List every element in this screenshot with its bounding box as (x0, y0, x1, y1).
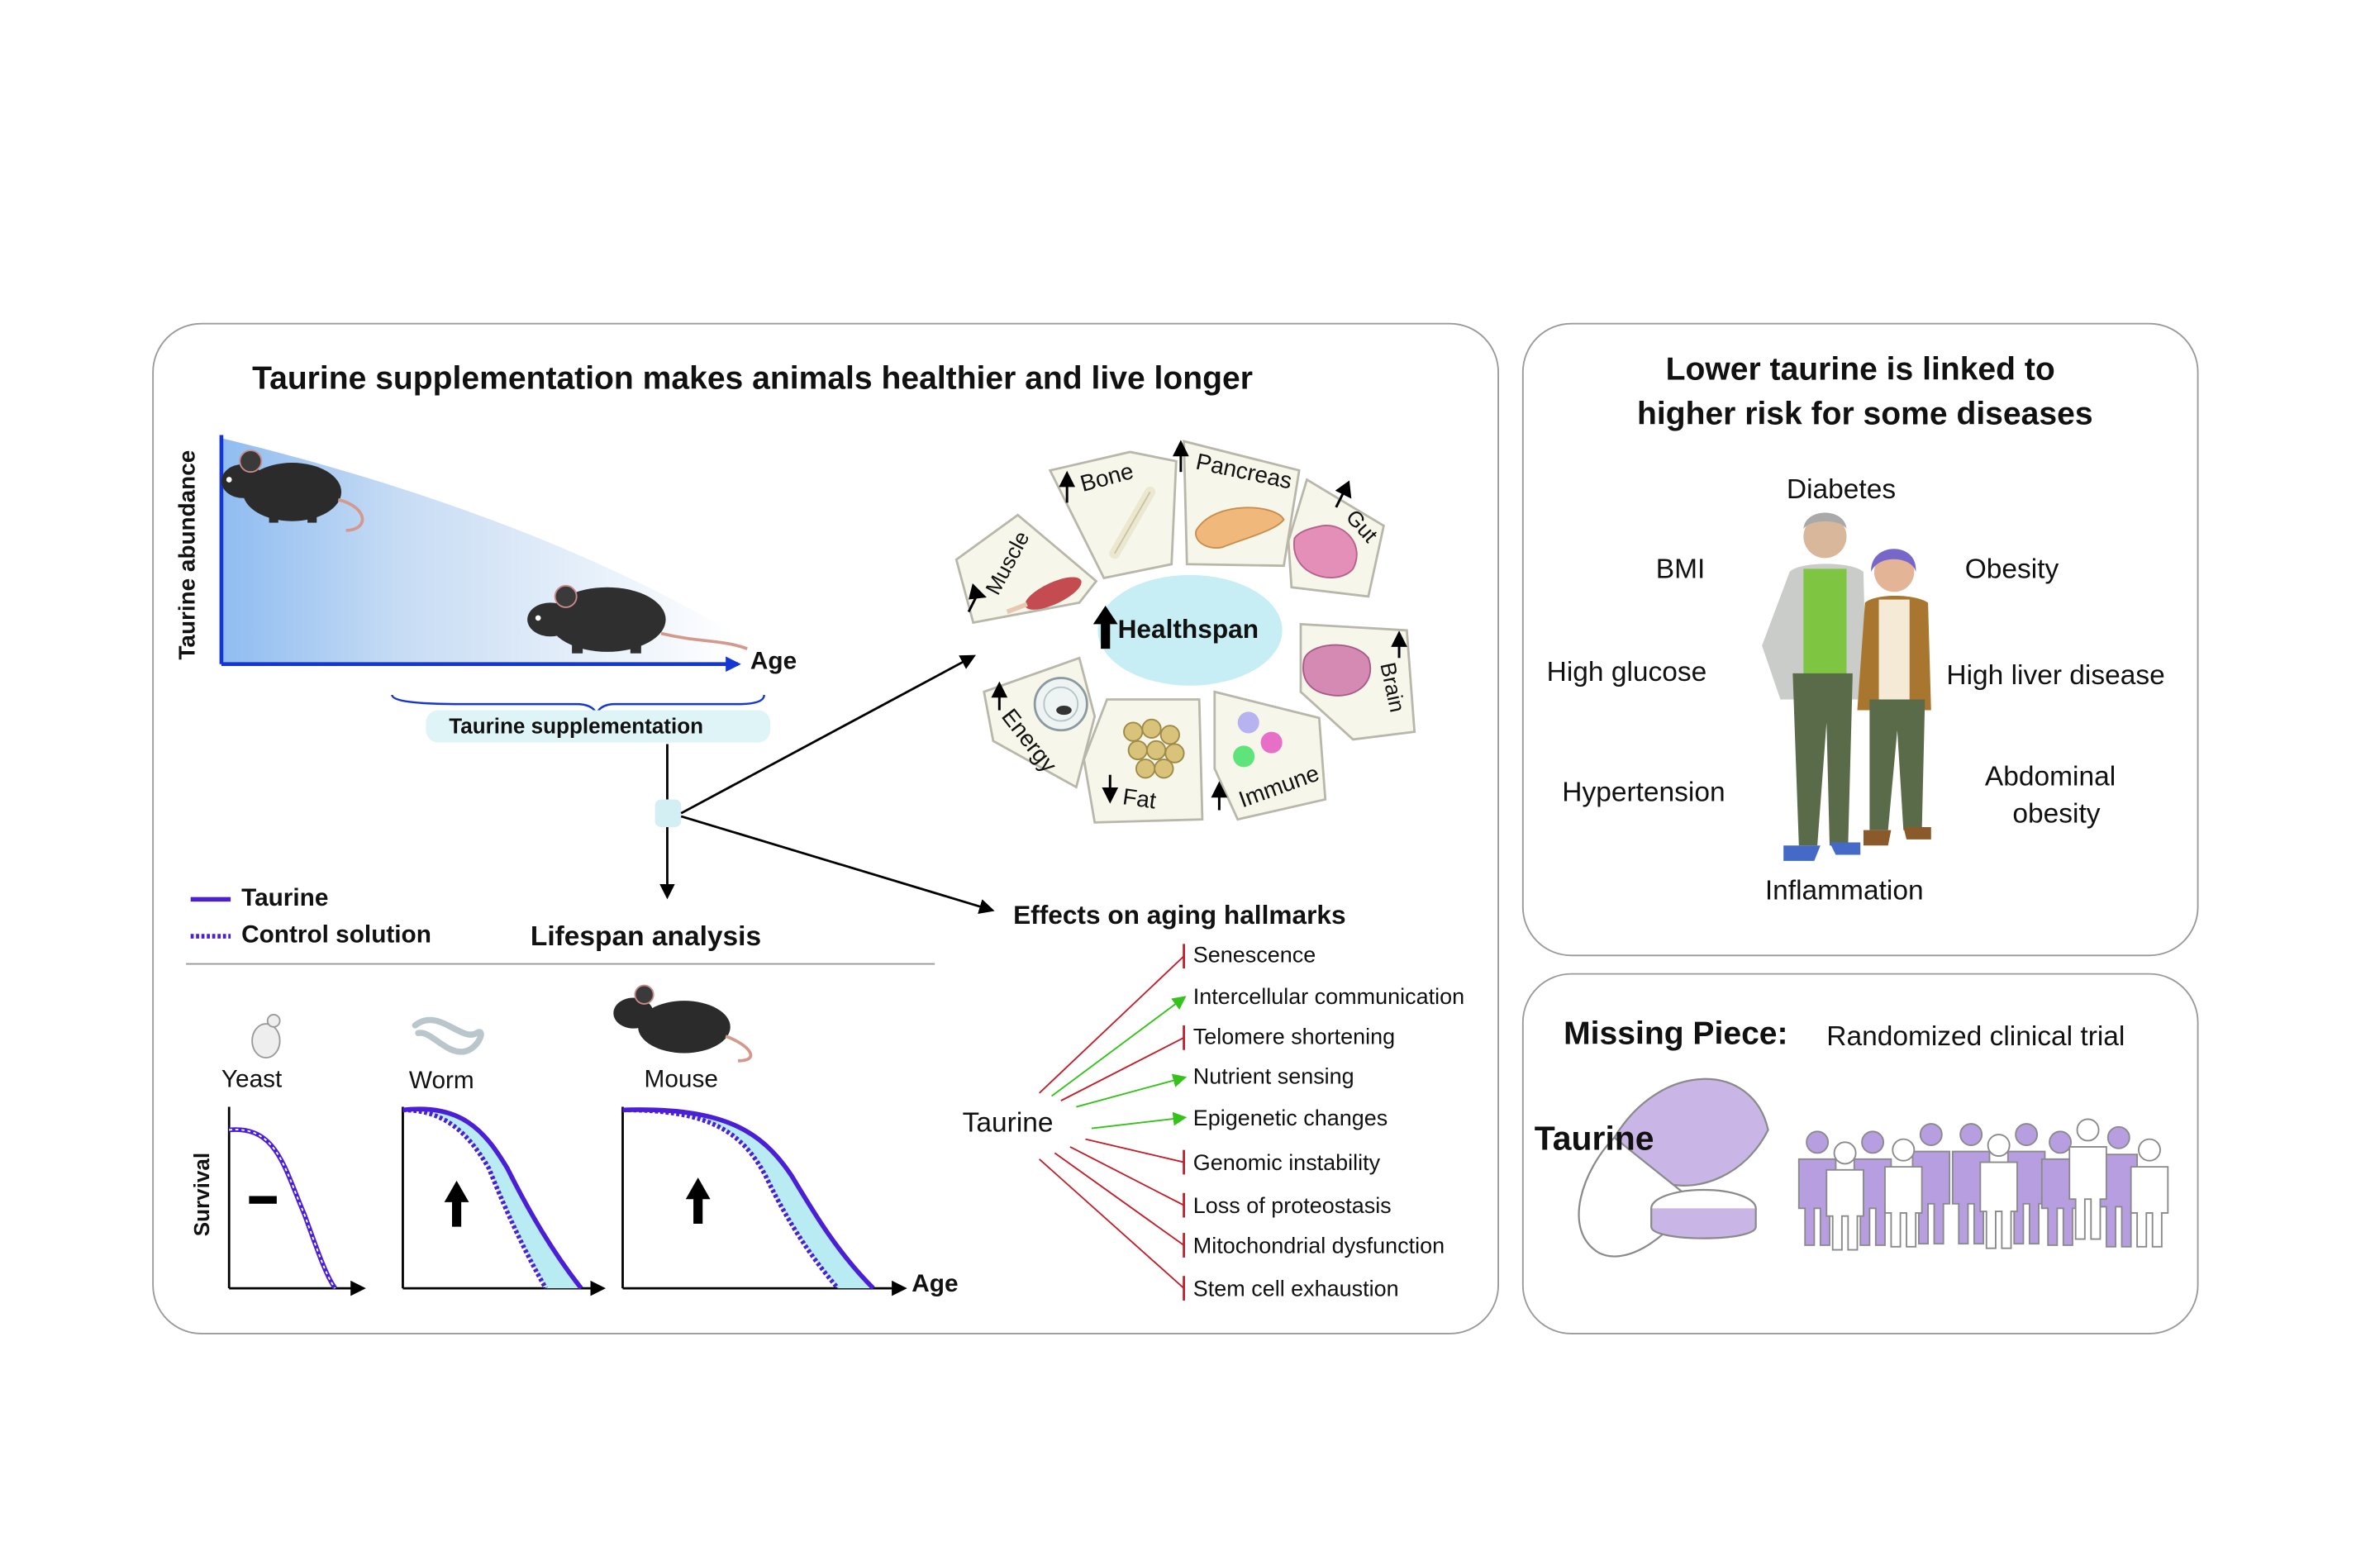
survival-x-label: Age (912, 1271, 959, 1298)
missing-piece-subtitle: Randomized clinical trial (1826, 1020, 2125, 1052)
hallmarks-source-label: Taurine (962, 1106, 1054, 1138)
increase-arrow (444, 1180, 469, 1227)
condition-bmi: BMI (1655, 553, 1706, 584)
organ-segment-bone (1048, 450, 1178, 580)
hallmark-telomere-shortening: Telomere shortening (1192, 1025, 1396, 1050)
worm-icon (412, 1016, 484, 1055)
condition-high-liver-disease: High liver disease (1946, 659, 2165, 691)
crowd-icon (1797, 1118, 2169, 1251)
old-mouse-illustration (527, 584, 748, 654)
disease-panel-title-line1: Lower taurine is linked to (1665, 352, 2055, 388)
pancreas-icon (1195, 507, 1285, 549)
organism-label-worm: Worm (408, 1068, 474, 1095)
muscle-icon (1006, 577, 1082, 615)
organism-label-mouse: Mouse (644, 1067, 718, 1093)
hallmark-connectors (1039, 955, 1188, 1289)
pill-taurine-label: Taurine (1534, 1119, 1654, 1158)
capsule-pill-icon (1578, 1077, 1769, 1258)
abundance-x-label: Age (750, 649, 797, 675)
hallmark-epigenetic-changes: Epigenetic changes (1192, 1106, 1388, 1132)
brain-icon (1302, 644, 1371, 697)
gut-icon (1293, 525, 1358, 578)
survival-plot-mouse (621, 1106, 907, 1296)
hallmark-senescence: Senescence (1192, 944, 1316, 969)
arrow-to-hallmarks (680, 815, 995, 915)
running-wheel-icon (1033, 677, 1088, 732)
fat-cells-icon (1123, 718, 1185, 779)
hallmark-genomic-instability: Genomic instability (1192, 1151, 1381, 1177)
legend-taurine-label: Taurine (241, 885, 329, 912)
hallmark-intercellular-communication: Intercellular communication (1192, 985, 1465, 1011)
legend-control-label: Control solution (241, 922, 431, 949)
no-change-dash (249, 1196, 277, 1204)
mouse-small-icon (613, 984, 753, 1063)
healthspan-up-arrow (1092, 606, 1118, 649)
condition-abdominal-obesity-line2: obesity (2012, 797, 2101, 829)
healthspan-label: Healthspan (1117, 615, 1259, 645)
bone-icon (1109, 486, 1156, 559)
disease-panel-title-line2: higher risk for some diseases (1636, 397, 2093, 432)
flow-node (654, 799, 682, 827)
condition-inflammation: Inflammation (1764, 874, 1924, 906)
left-panel-title: Taurine supplementation makes animals he… (252, 361, 1253, 397)
immune-cells-icon (1233, 711, 1283, 768)
hallmark-stem-cell-exhaustion: Stem cell exhaustion (1192, 1277, 1399, 1302)
arrow-to-healthspan (680, 654, 976, 815)
condition-obesity: Obesity (1964, 553, 2059, 584)
survival-plot-yeast (227, 1106, 366, 1296)
hallmark-loss-of-proteostasis: Loss of proteostasis (1192, 1194, 1392, 1220)
hallmarks-title: Effects on aging hallmarks (1013, 901, 1346, 930)
hallmark-nutrient-sensing: Nutrient sensing (1192, 1065, 1354, 1091)
supplementation-box (426, 710, 771, 743)
healthspan-oval (1097, 574, 1283, 686)
young-mouse-illustration (221, 450, 364, 532)
organ-arrows (967, 440, 1407, 811)
condition-diabetes: Diabetes (1786, 473, 1897, 505)
condition-abdominal-obesity-line1: Abdominal (1984, 760, 2116, 792)
hallmark-mitochondrial-dysfunction: Mitochondrial dysfunction (1192, 1234, 1445, 1259)
missing-piece-title: Missing Piece: (1564, 1016, 1788, 1052)
survival-plot-worm (402, 1106, 607, 1296)
condition-hypertension: Hypertension (1562, 776, 1726, 807)
condition-high-glucose: High glucose (1546, 656, 1707, 687)
yeast-icon (251, 1013, 281, 1058)
supplementation-label: Taurine supplementation (449, 713, 704, 739)
lifespan-title: Lifespan analysis (530, 920, 762, 952)
increase-arrow (685, 1177, 711, 1224)
organism-label-yeast: Yeast (221, 1067, 283, 1093)
